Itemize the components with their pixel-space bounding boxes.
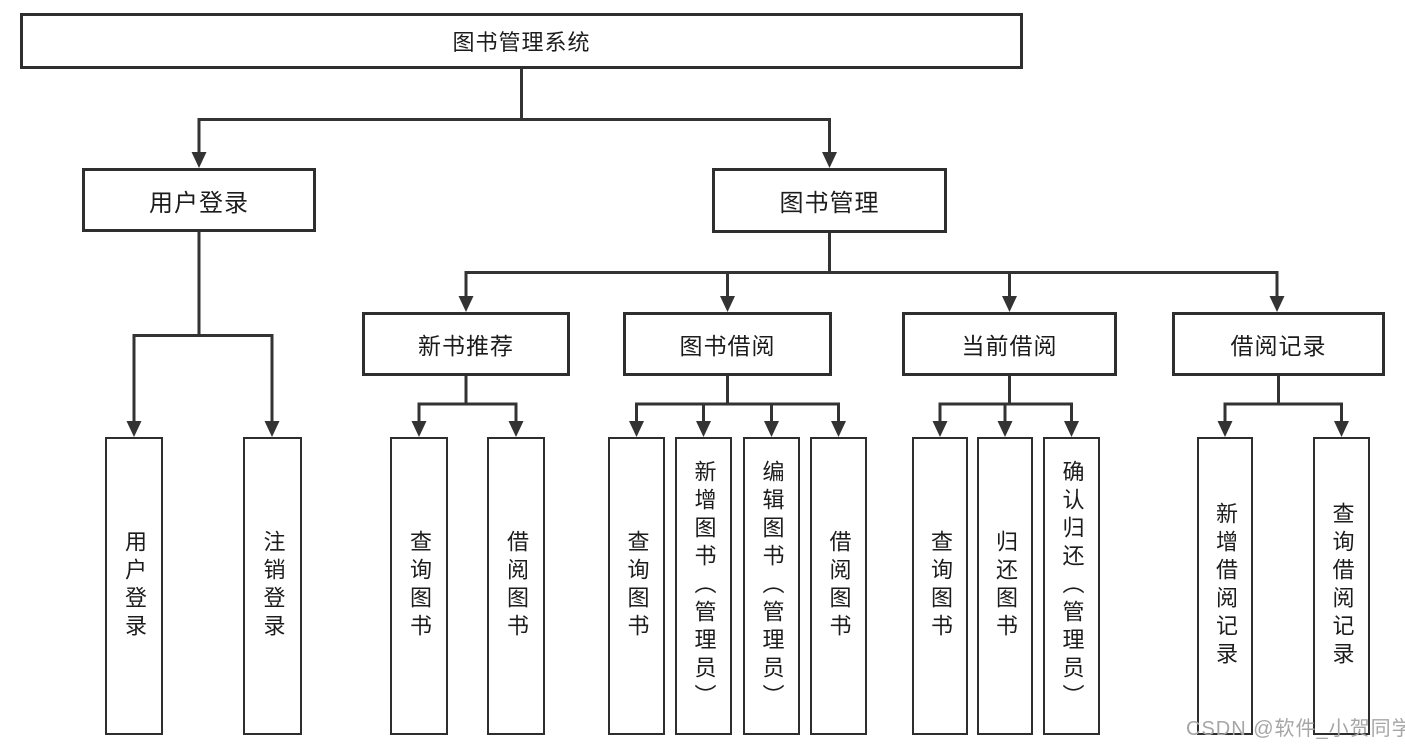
leaf-logout: 注销登录 (243, 437, 302, 735)
node-book-manage-label: 图书管理 (779, 190, 880, 217)
leaf-current-return-label: 归还图书 (993, 530, 1018, 642)
leaf-newbook-query: 查询图书 (390, 437, 448, 735)
leaf-current-return: 归还图书 (977, 437, 1033, 735)
leaf-record-add: 新增借阅记录 (1197, 437, 1253, 735)
leaf-newbook-borrow: 借阅图书 (487, 437, 545, 735)
node-root: 图书管理系统 (20, 13, 1023, 69)
leaf-record-add-label: 新增借阅记录 (1213, 502, 1238, 670)
leaf-user-login-label: 用户登录 (122, 530, 147, 642)
leaf-newbook-borrow-label: 借阅图书 (504, 530, 529, 642)
leaf-current-query-label: 查询图书 (928, 530, 953, 642)
node-current-borrow: 当前借阅 (902, 312, 1117, 376)
node-book-borrow: 图书借阅 (623, 312, 832, 376)
node-borrow-record-label: 借阅记录 (1230, 333, 1327, 359)
leaf-borrow-query-label: 查询图书 (624, 530, 650, 642)
leaf-current-query: 查询图书 (912, 437, 968, 735)
leaf-borrow-add: 新增图书（管理员） (675, 437, 732, 735)
leaf-borrow-edit: 编辑图书（管理员） (743, 437, 800, 735)
arrowheads (126, 152, 1349, 437)
leaf-borrow-borrow: 借阅图书 (810, 437, 867, 735)
node-user-login-label: 用户登录 (149, 189, 249, 217)
leaf-borrow-add-label: 新增图书（管理员） (691, 460, 717, 712)
leaf-borrow-borrow-label: 借阅图书 (826, 530, 852, 642)
node-borrow-record: 借阅记录 (1172, 312, 1385, 376)
leaf-user-login: 用户登录 (105, 437, 163, 735)
node-root-label: 图书管理系统 (452, 30, 591, 55)
node-new-book-label: 新书推荐 (418, 333, 514, 359)
leaf-record-query: 查询借阅记录 (1313, 437, 1370, 735)
leaf-borrow-query: 查询图书 (608, 437, 665, 735)
leaf-current-confirm-label: 确认归还（管理员） (1059, 460, 1085, 712)
leaf-logout-label: 注销登录 (260, 530, 286, 642)
node-book-manage: 图书管理 (712, 168, 947, 233)
watermark: CSDN @软件_小贺同学 (1186, 718, 1405, 740)
node-current-borrow-label: 当前借阅 (961, 333, 1058, 359)
node-user-login: 用户登录 (82, 168, 316, 232)
node-new-book: 新书推荐 (362, 312, 570, 376)
leaf-record-query-label: 查询借阅记录 (1329, 502, 1355, 670)
leaf-current-confirm: 确认归还（管理员） (1043, 437, 1100, 735)
leaf-newbook-query-label: 查询图书 (407, 530, 432, 642)
connector-path (132, 69, 1343, 423)
node-book-borrow-label: 图书借阅 (679, 333, 776, 359)
leaf-borrow-edit-label: 编辑图书（管理员） (759, 460, 785, 712)
